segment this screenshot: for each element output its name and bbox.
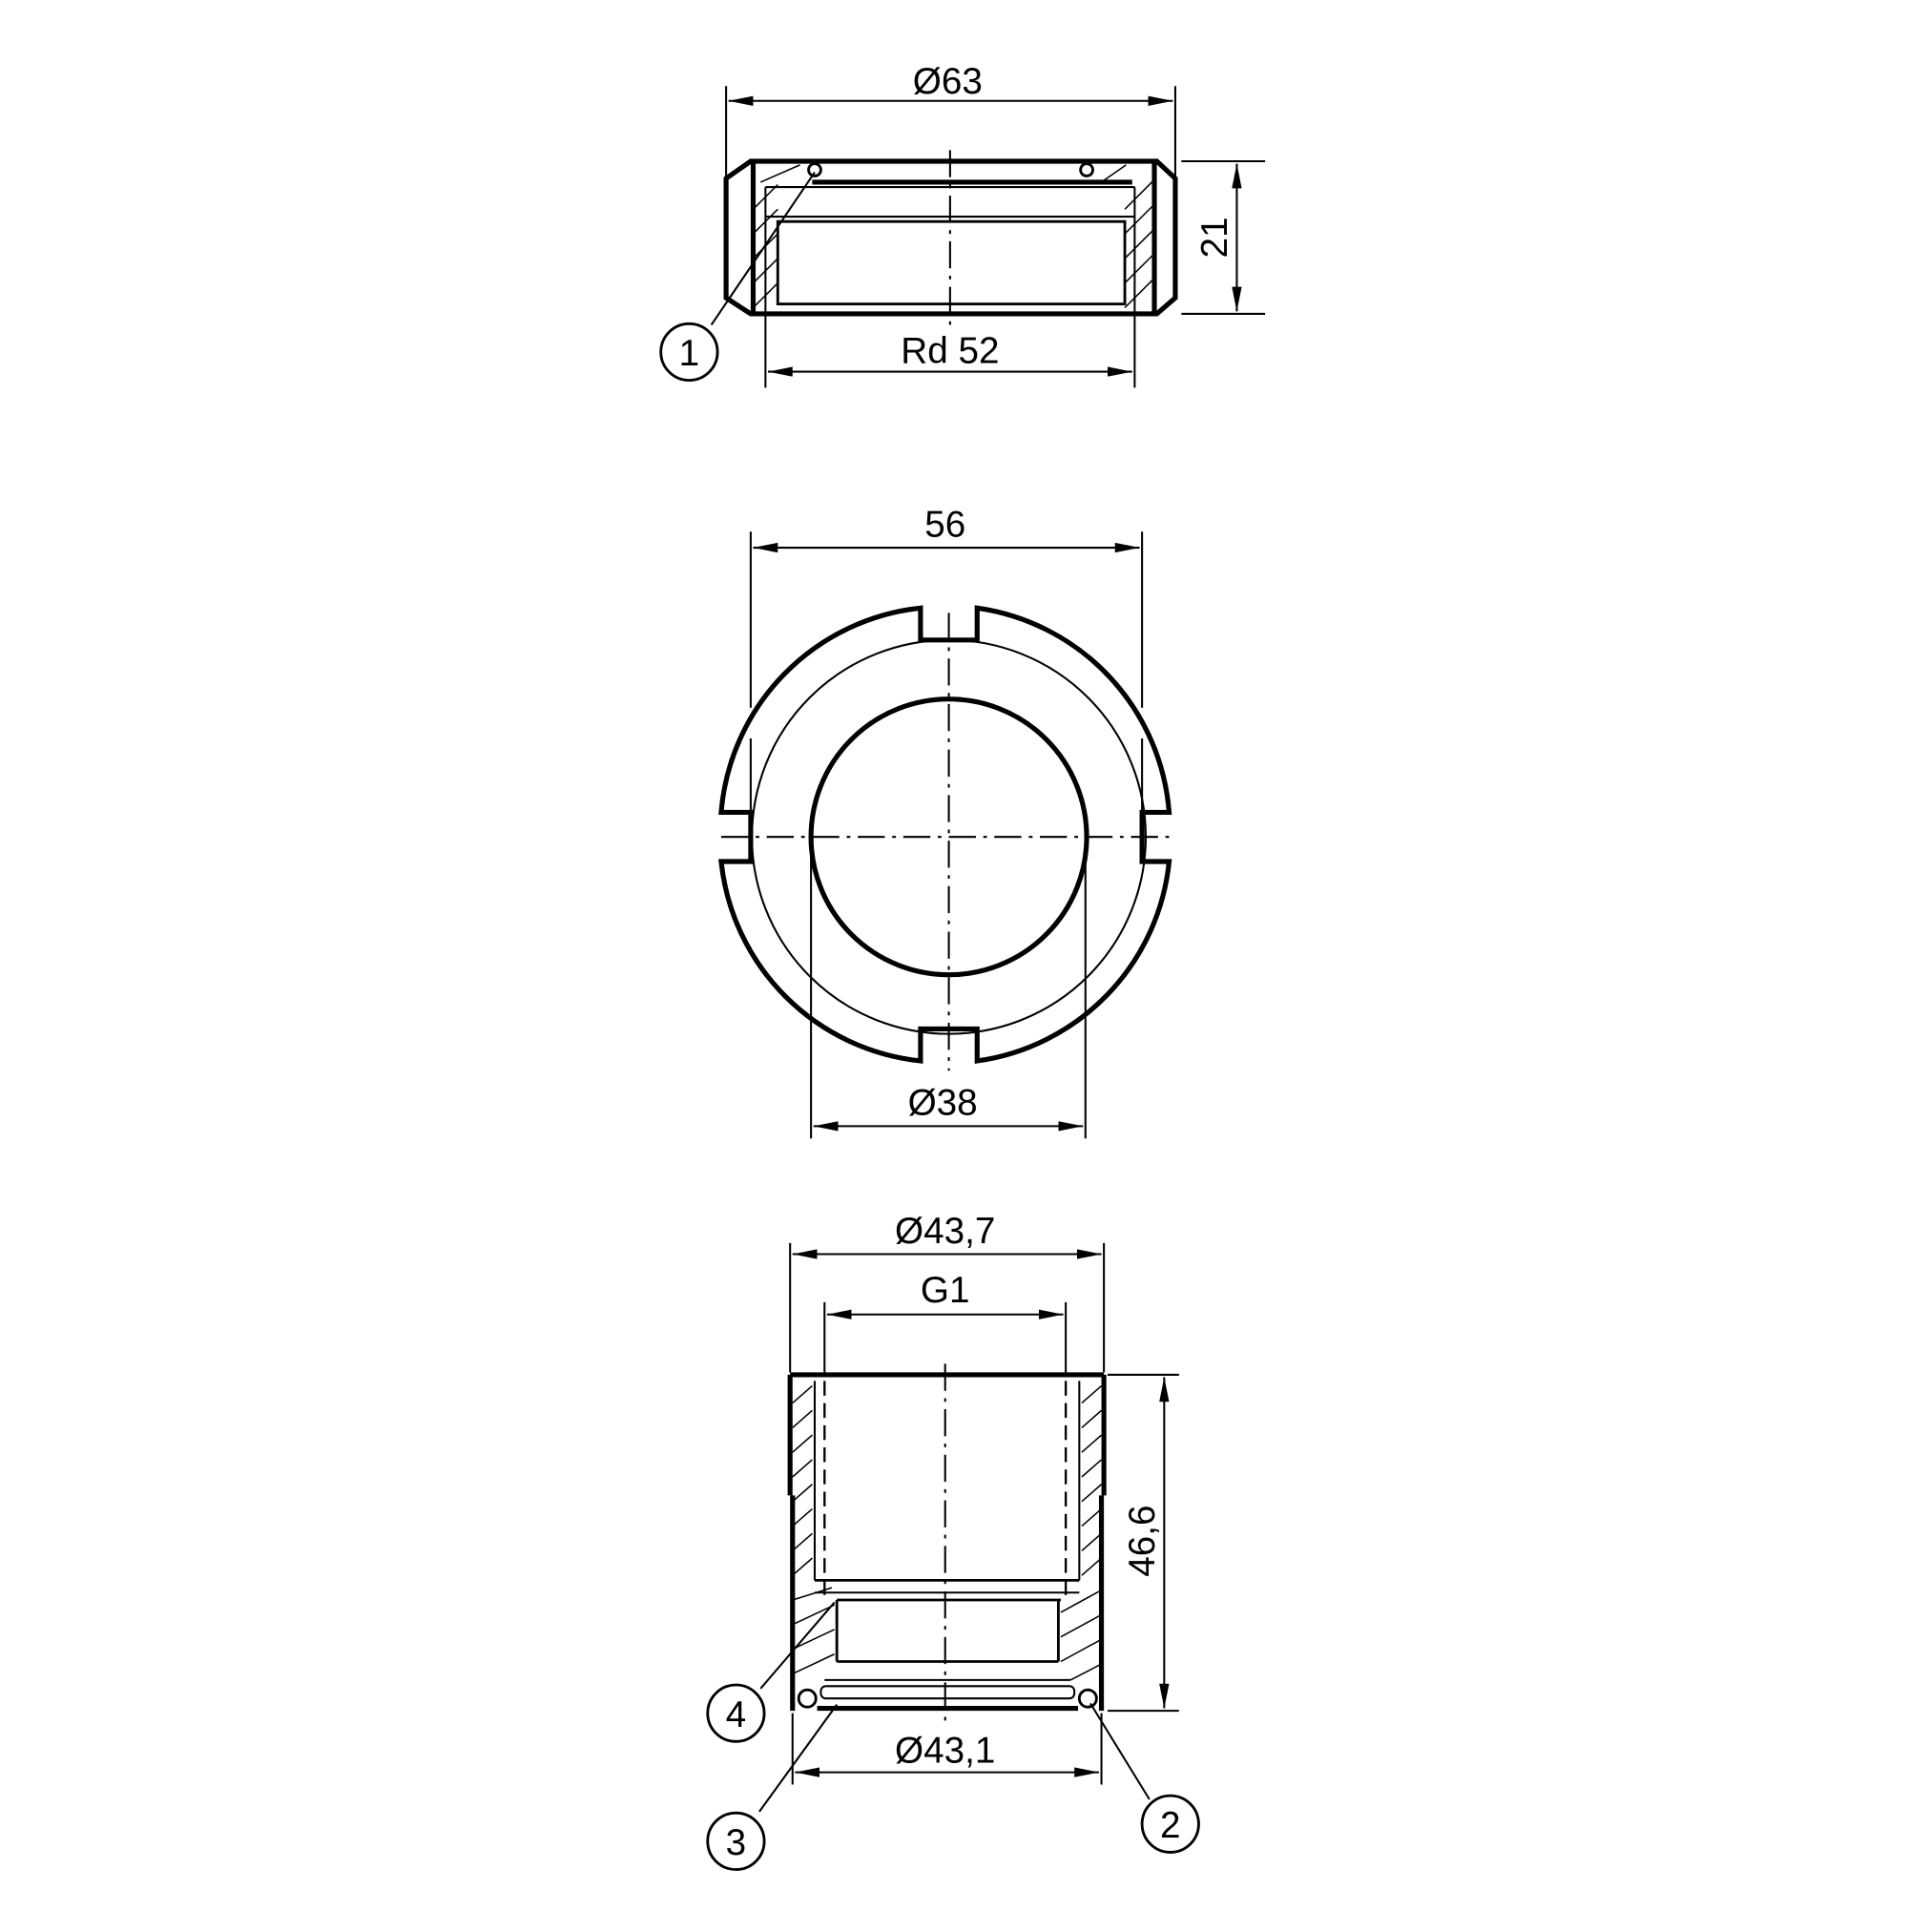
nut-oring-right [1079,162,1094,177]
callout-4-leader [759,1601,836,1690]
dim-h21: 21 [1194,217,1235,258]
callout-2-circle [1140,1794,1200,1854]
callout-1-circle [659,322,719,383]
dim-d437: Ø43,7 [895,1211,995,1252]
nut-plan-outer [718,605,1172,1064]
callout-4-circle [706,1683,766,1743]
dim-g1: G1 [921,1270,970,1311]
middle-view-nut-plan: 56 Ø38 [718,504,1175,1139]
callout-3-circle [706,1811,766,1871]
callout-1: 1 [679,333,700,374]
dim-w56: 56 [924,504,965,545]
adapter-hatch-left [792,1384,835,1675]
bottom-view-adapter: Ø43,7 G1 46,6 Ø43,1 4 3 [706,1211,1200,1871]
nut-hatch-left [752,164,800,309]
top-view-nut: Ø63 21 Rd 52 1 [659,61,1266,388]
adapter-hatch-right [1060,1384,1103,1681]
adapter-oring-left [797,1688,818,1709]
callout-3: 3 [726,1822,747,1863]
adapter-oring-right [1077,1688,1098,1709]
callout-2: 2 [1160,1805,1181,1846]
nut-bore [776,219,1127,306]
dim-d63: Ø63 [913,61,983,102]
nut-hatch-right [1101,164,1155,309]
adapter-seal-groove [819,1685,1076,1700]
dim-d38: Ø38 [908,1083,978,1124]
dim-rd52: Rd 52 [901,331,999,372]
dim-d431: Ø43,1 [895,1730,995,1771]
callout-4: 4 [726,1694,747,1735]
callout-1-leader [710,172,816,326]
callout-3-leader [758,1704,839,1813]
dim-h466: 46,6 [1122,1505,1163,1576]
nut-oring-left [807,162,822,177]
callout-2-leader [1089,1702,1151,1800]
